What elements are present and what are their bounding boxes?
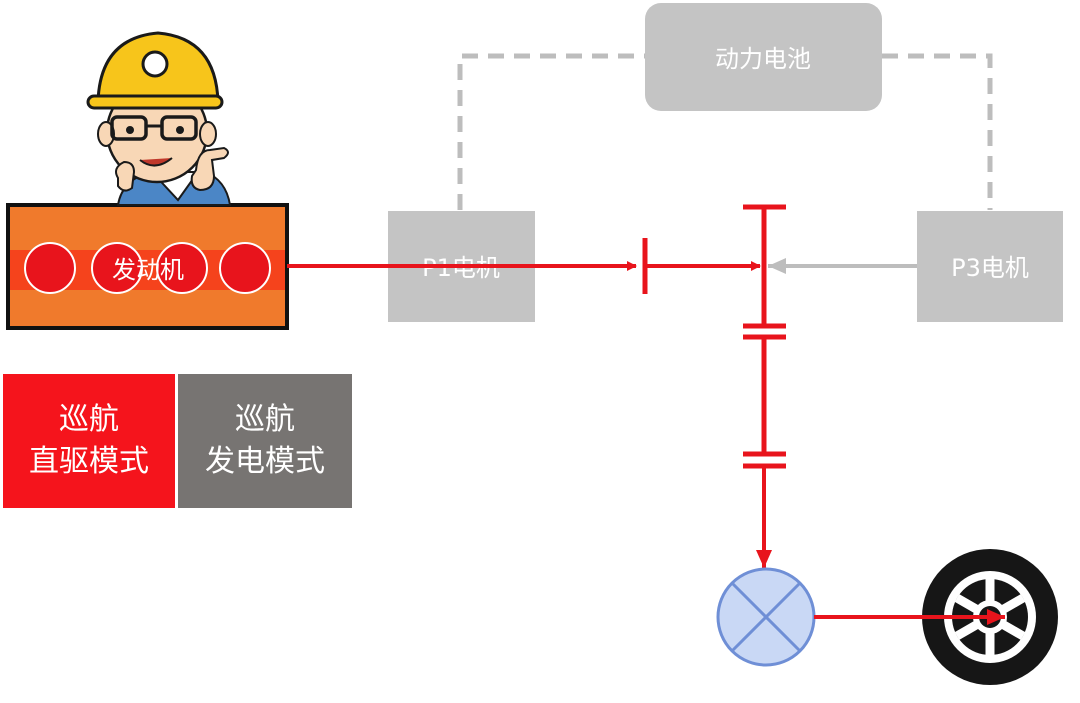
engineer-mascot-icon (86, 31, 232, 206)
active-power-flow (287, 238, 761, 294)
battery-box: 动力电池 (645, 3, 882, 111)
mode-cruise-generate-line2: 发电模式 (205, 444, 325, 479)
mode-cruise-generate-line1: 巡航 (235, 402, 295, 437)
mode-cruise-generate[interactable]: 巡航 发电模式 (178, 374, 352, 508)
engine-label: 发动机 (112, 256, 184, 284)
output-shaft (743, 204, 786, 568)
differential-icon (716, 567, 816, 667)
mode-cruise-direct-drive[interactable]: 巡航 直驱模式 (3, 374, 175, 508)
mode-cruise-direct-drive-line1: 巡航 (59, 402, 119, 437)
mode-cruise-direct-drive-line2: 直驱模式 (29, 444, 149, 479)
battery-connection-lines (457, 53, 993, 210)
p3-motor-box: P3电机 (917, 211, 1063, 322)
engine-block: 发动机 (6, 203, 289, 330)
p3-motor-label: P3电机 (951, 254, 1029, 282)
battery-label: 动力电池 (715, 45, 811, 73)
